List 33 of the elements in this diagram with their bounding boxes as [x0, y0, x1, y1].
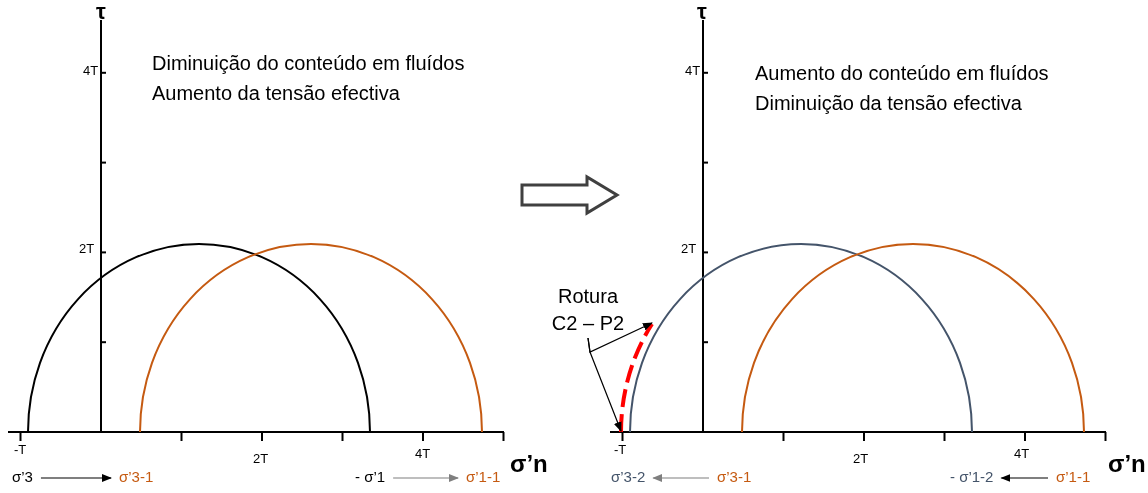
- tick-label: 4T: [83, 64, 99, 79]
- tick-label: 2T: [853, 452, 869, 467]
- axis-title: σ’n: [1108, 451, 1146, 478]
- arrow: [40, 474, 112, 482]
- stress-label: σ’3-1: [717, 469, 752, 486]
- stress-label: - σ’1-2: [950, 469, 994, 486]
- stress-label: σ’3: [12, 469, 33, 486]
- stress-label: σ’3-2: [611, 469, 646, 486]
- callout-text: Rotura C2 – P2: [545, 283, 631, 337]
- annotation-text: Diminuição do conteúdo em fluídos: [152, 51, 465, 76]
- tick-label: 2T: [79, 242, 95, 257]
- stress-label: σ’1-1: [466, 469, 501, 486]
- annotation-text: Diminuição da tensão efectiva: [755, 91, 1023, 116]
- stress-label: σ’1-1: [1056, 469, 1091, 486]
- annotation-text: Aumento da tensão efectiva: [152, 81, 401, 106]
- tick-label: -T: [14, 443, 27, 458]
- annotation-text: Aumento do conteúdo em fluídos: [755, 61, 1049, 86]
- axis-title: σ’n: [510, 451, 548, 478]
- tick-label: 2T: [253, 452, 269, 467]
- tick-label: -T: [614, 443, 627, 458]
- leader-line: [587, 322, 653, 353]
- axis-title: τ: [96, 0, 106, 25]
- tick-label: 4T: [685, 64, 701, 79]
- stress-label: σ’3-1: [119, 469, 154, 486]
- stress-label: - σ’1: [355, 469, 386, 486]
- tick-label: 4T: [1014, 447, 1030, 462]
- arrow: [652, 474, 710, 482]
- arrow: [392, 474, 459, 482]
- arrow: [1000, 474, 1049, 482]
- tick-label: 2T: [681, 242, 697, 257]
- axis-title: τ: [697, 0, 707, 25]
- tick-label: 4T: [415, 447, 431, 462]
- leader-line: [587, 337, 622, 432]
